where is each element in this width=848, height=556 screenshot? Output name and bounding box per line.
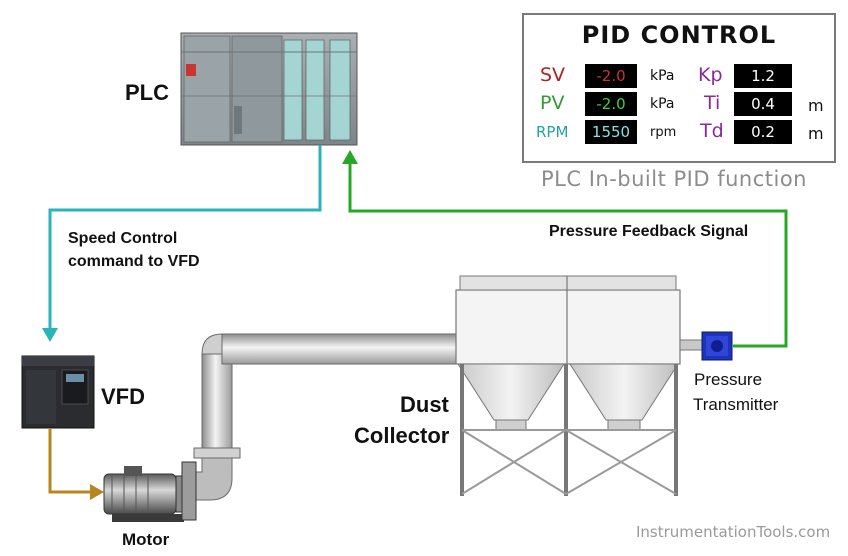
pid-row-rpm: RPM 1550 rpm Td 0.2 m (524, 120, 834, 146)
dust-collector (455, 275, 703, 496)
speed-control-signal-line (42, 145, 322, 342)
motor (103, 461, 197, 522)
pid-row-sv: SV -2.0 kPa Kp 1.2 (524, 64, 834, 90)
pv-unit: kPa (650, 96, 675, 112)
ti-value: 0.4 (734, 92, 792, 116)
pid-row-pv: PV -2.0 kPa Ti 0.4 m (524, 92, 834, 118)
vfd-unit (21, 355, 95, 429)
pressure-feedback-signal-line (342, 150, 788, 348)
plc-label: PLC (125, 80, 169, 105)
pv-value: -2.0 (585, 92, 637, 116)
dust-collector-label-line2: Collector (354, 423, 450, 448)
td-label: Td (700, 120, 724, 142)
speed-control-label-line1: Speed Control (68, 230, 178, 247)
sv-value: -2.0 (585, 64, 637, 88)
kp-value: 1.2 (734, 64, 792, 88)
pv-label: PV (540, 92, 565, 114)
speed-control-label-line2: command to VFD (68, 253, 200, 270)
pid-panel-caption: PLC In-built PID function (541, 167, 807, 191)
sv-unit: kPa (650, 68, 675, 84)
watermark: InstrumentationTools.com (636, 523, 831, 541)
pressure-transmitter-label-line1: Pressure (694, 370, 763, 389)
ti-label: Ti (704, 92, 721, 114)
duct-pipe (193, 333, 459, 501)
pressure-transmitter (701, 331, 733, 361)
ti-unit: m (808, 96, 824, 115)
sv-label: SV (540, 64, 566, 86)
vfd-label: VFD (101, 384, 145, 409)
pid-panel-title: PID CONTROL (581, 21, 777, 49)
kp-label: Kp (698, 64, 723, 86)
pressure-feedback-label: Pressure Feedback Signal (549, 223, 749, 240)
rpm-label: RPM (536, 123, 569, 141)
td-value: 0.2 (734, 120, 792, 144)
motor-power-line (48, 428, 104, 500)
motor-label: Motor (122, 530, 170, 549)
td-unit: m (808, 124, 824, 143)
rpm-unit: rpm (650, 125, 677, 140)
dust-collector-label-line1: Dust (400, 392, 449, 417)
plc-unit (180, 32, 358, 146)
pressure-transmitter-label-line2: Transmitter (693, 395, 779, 414)
pid-control-panel: PID CONTROL SV -2.0 kPa Kp 1.2 PV -2.0 k… (522, 13, 836, 163)
rpm-value: 1550 (585, 120, 637, 144)
